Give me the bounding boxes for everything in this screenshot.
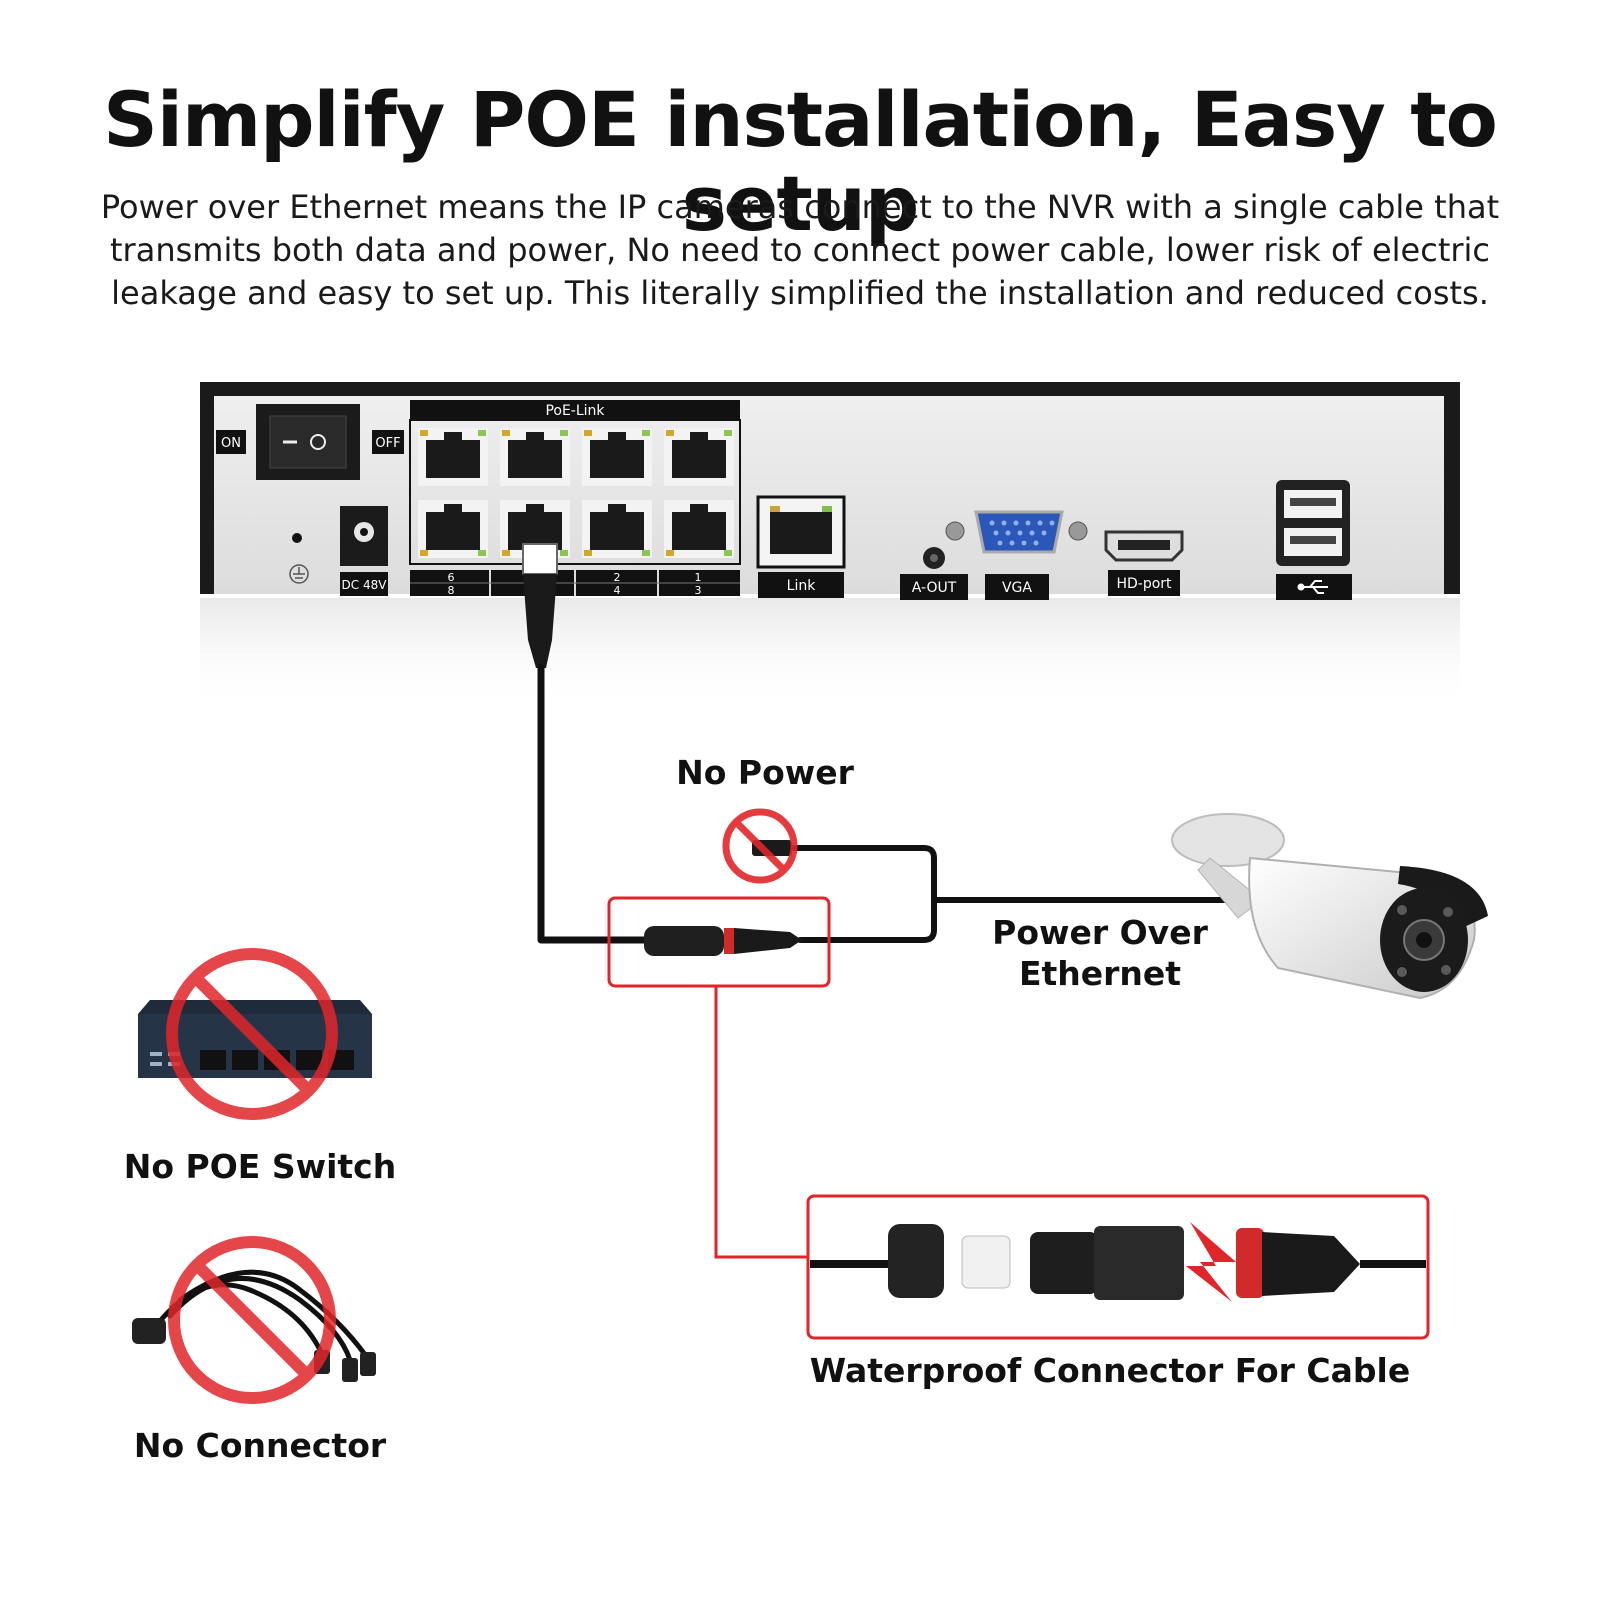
vga-port[interactable] bbox=[945, 510, 1088, 554]
power-switch-rocker bbox=[269, 415, 347, 469]
hdport-tag bbox=[1108, 570, 1180, 596]
vga-label: VGA bbox=[1002, 580, 1032, 596]
poe-link-tag bbox=[410, 400, 740, 420]
waterproof-highlight-box bbox=[806, 1194, 1430, 1340]
dc-tag bbox=[340, 572, 388, 596]
highlights bbox=[607, 896, 1430, 1340]
no-switch-prohibited-icon bbox=[166, 948, 338, 1120]
nvr-reflection bbox=[200, 598, 1460, 708]
switch-off-mark bbox=[310, 434, 326, 450]
no-power-prohibited-icon bbox=[722, 808, 798, 884]
aout-tag bbox=[900, 574, 968, 600]
ground-icon bbox=[289, 564, 309, 584]
poe-port[interactable] bbox=[582, 500, 652, 558]
link-tag bbox=[758, 572, 844, 598]
usb-icon bbox=[1297, 580, 1328, 594]
off-tag bbox=[372, 430, 404, 454]
on-tag bbox=[216, 430, 246, 454]
port-number-1: 1 bbox=[695, 571, 702, 584]
dc-label: DC 48V bbox=[342, 578, 388, 592]
label-no-connector: No Connector bbox=[133, 1426, 387, 1465]
link-label: Link bbox=[787, 578, 817, 594]
hdport-label: HD-port bbox=[1116, 576, 1172, 592]
label-power-over-ethernet: Power Over Ethernet bbox=[992, 913, 1208, 994]
camera-mount bbox=[1171, 813, 1285, 867]
no-connector-prohibited-icon bbox=[168, 1236, 336, 1404]
port-number-4: 4 bbox=[614, 584, 621, 597]
aout-label: A-OUT bbox=[912, 580, 957, 596]
poe-port[interactable] bbox=[500, 428, 570, 486]
headline: Simplify POE installation, Easy to setup bbox=[103, 75, 1498, 248]
poe-port-block bbox=[409, 419, 741, 565]
reset-hole bbox=[292, 533, 302, 543]
poe-port[interactable] bbox=[664, 428, 734, 486]
label-no-power: No Power bbox=[676, 753, 854, 792]
connect-arrow-icon bbox=[1186, 1222, 1236, 1302]
camera-pigtail-loop bbox=[787, 845, 937, 943]
ip-camera bbox=[1171, 813, 1488, 1000]
on-label: ON bbox=[221, 436, 241, 451]
poe-port[interactable] bbox=[418, 428, 488, 486]
poe-link-label: PoE-Link bbox=[545, 403, 605, 419]
rj45-boot bbox=[523, 574, 557, 668]
hdmi-port[interactable] bbox=[1104, 530, 1184, 562]
port-number-8: 8 bbox=[448, 584, 455, 597]
callout-line bbox=[714, 986, 808, 1259]
rj45-plug bbox=[522, 543, 558, 575]
vga-tag bbox=[985, 574, 1049, 600]
port-number-3: 3 bbox=[695, 584, 702, 597]
off-label: OFF bbox=[375, 436, 400, 451]
port-number-2: 2 bbox=[614, 571, 621, 584]
port-number-6: 6 bbox=[448, 571, 455, 584]
cabling bbox=[522, 543, 1239, 956]
poe-ports bbox=[418, 428, 734, 558]
poe-port[interactable] bbox=[418, 500, 488, 558]
usb-ports[interactable] bbox=[1276, 480, 1350, 566]
poe-port[interactable] bbox=[582, 428, 652, 486]
connector-highlight-box bbox=[607, 896, 831, 988]
poe-port[interactable] bbox=[664, 500, 734, 558]
label-no-poe-switch: No POE Switch bbox=[123, 1147, 397, 1186]
inline-connector bbox=[644, 926, 724, 956]
description: Power over Ethernet means the IP cameras… bbox=[100, 188, 1500, 312]
ethernet-cable bbox=[537, 664, 654, 944]
label-waterproof-connector: Waterproof Connector For Cable bbox=[809, 1351, 1411, 1390]
nvr-recorder: ON OFF DC 48V PoE-Link 6 8 2 bbox=[200, 382, 1460, 708]
waterproof-connector bbox=[810, 1222, 1426, 1302]
